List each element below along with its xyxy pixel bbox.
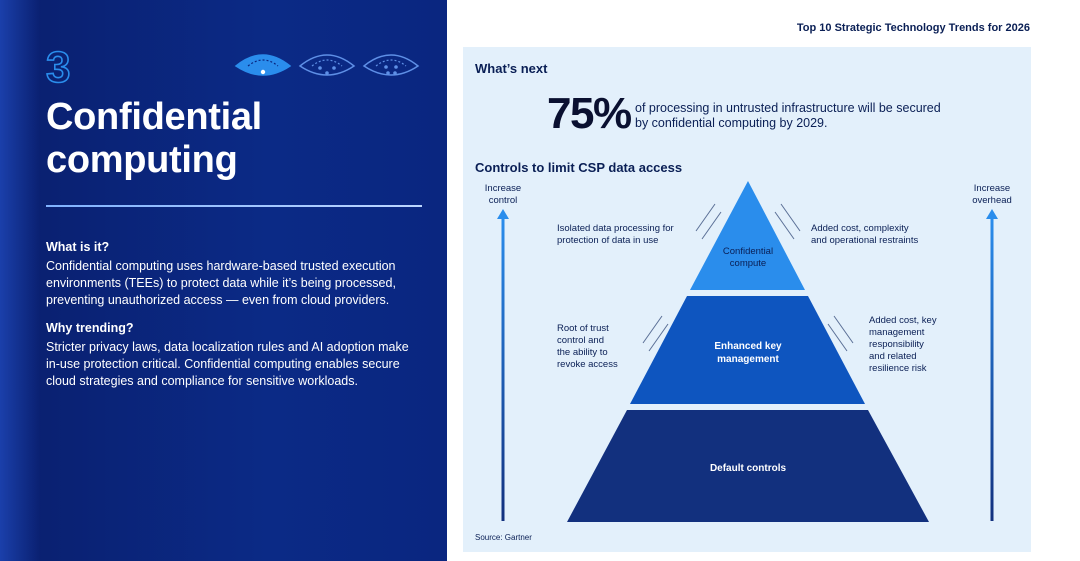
left-axis-shaft	[501, 217, 505, 521]
edge-glow	[0, 0, 40, 561]
right-axis-label: Increase	[974, 183, 1010, 194]
left-axis-label: control	[489, 195, 518, 206]
tier-label: Default controls	[710, 463, 787, 474]
left-note: control and	[557, 335, 604, 346]
info-panel: What’s next 75% of processing in untrust…	[463, 47, 1031, 552]
tier-label: Confidential	[723, 246, 773, 257]
arrow-up-icon	[497, 209, 509, 219]
title-line: computing	[46, 139, 238, 181]
why-body: Stricter privacy laws, data localization…	[46, 339, 416, 390]
body-line: in-use protection critical. Confidential…	[46, 357, 400, 371]
diagram-heading: Controls to limit CSP data access	[475, 160, 683, 175]
trend-number: 3	[45, 42, 71, 90]
svg-text:3: 3	[46, 43, 70, 90]
body-line: Confidential computing uses hardware-bas…	[46, 259, 396, 273]
stat-value: 75%	[547, 89, 632, 138]
right-note: resilience risk	[869, 363, 927, 374]
arrow-up-icon	[986, 209, 998, 219]
divider	[46, 205, 422, 207]
body-line: Stricter privacy laws, data localization…	[46, 340, 409, 354]
right-note: management	[869, 327, 925, 338]
report-title: Top 10 Strategic Technology Trends for 2…	[796, 22, 1030, 34]
stat-line: of processing in untrusted infrastructur…	[635, 101, 941, 115]
left-note: the ability to	[557, 347, 608, 358]
right-axis: Increase overhead	[972, 183, 1012, 521]
body-line: cloud strategies and compliance for sens…	[46, 374, 358, 388]
why-heading: Why trending?	[46, 321, 134, 335]
body-line: environments (TEEs) to protect data whil…	[46, 276, 396, 290]
body-line: preventing unauthorized access — even fr…	[46, 293, 390, 307]
title-line: Confidential	[46, 96, 262, 138]
left-panel: 3 Confidential computing What is it?	[0, 0, 447, 561]
what-heading: What is it?	[46, 240, 110, 254]
what-body: Confidential computing uses hardware-bas…	[46, 258, 416, 309]
left-note: Isolated data processing for	[557, 223, 674, 234]
left-note: revoke access	[557, 359, 618, 370]
left-note: Root of trust	[557, 323, 609, 334]
pyramid-tier-top	[690, 181, 805, 290]
source-note: Source: Gartner	[475, 533, 532, 542]
page-title: Confidential computing	[46, 96, 406, 182]
tier-label: Enhanced key	[714, 341, 782, 352]
left-axis: Increase control	[485, 183, 521, 521]
right-note: Added cost, complexity	[811, 223, 909, 234]
tier-label: compute	[730, 258, 766, 269]
whats-next-heading: What’s next	[475, 61, 548, 76]
right-axis-label: overhead	[972, 195, 1012, 206]
right-note: Added cost, key	[869, 315, 937, 326]
pyramid-tier-bottom	[567, 410, 929, 522]
callout-marks	[642, 203, 854, 352]
right-axis-shaft	[990, 217, 994, 521]
stat-line: by confidential computing by 2029.	[635, 116, 828, 130]
tier-label: management	[717, 354, 779, 365]
right-note: and related	[869, 351, 917, 362]
left-axis-label: Increase	[485, 183, 521, 194]
right-note: and operational restraints	[811, 235, 918, 246]
pyramid-tier-middle	[630, 296, 865, 404]
right-note: responsibility	[869, 339, 924, 350]
radar-icon	[362, 54, 420, 76]
left-note: protection of data in use	[557, 235, 658, 246]
radar-icon	[298, 54, 356, 76]
radar-icon-active	[234, 54, 292, 76]
pyramid-diagram: Increase control Increase overhead Confi…	[485, 181, 1012, 522]
stat-description: of processing in untrusted infrastructur…	[635, 101, 975, 131]
radar-icon-group	[234, 50, 420, 82]
